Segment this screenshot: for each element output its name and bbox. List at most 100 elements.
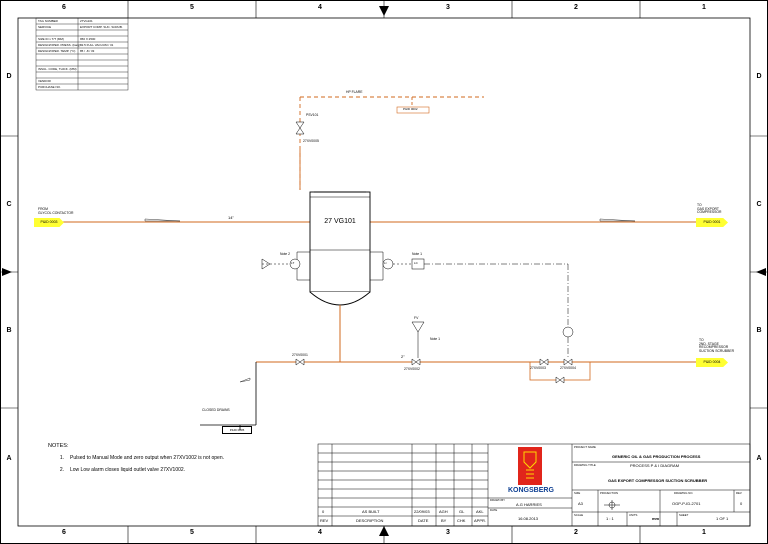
data-table-label: SERVICE: [38, 25, 52, 29]
center-mark-top: [379, 6, 389, 16]
column-number: 1: [702, 529, 706, 536]
drawn-by-label: DRAWN BY: [490, 498, 505, 502]
scale-value: 1 : 1: [606, 516, 614, 521]
column-number: 3: [446, 4, 450, 11]
level-tag: LI: [384, 261, 387, 265]
flare-tag: P&ID 0002: [403, 107, 418, 111]
valve-tag: 27XV0005: [303, 139, 319, 143]
col-chk: CHK: [457, 518, 466, 523]
notes-section: NOTES: 1. Pulsed to Manual Mode and zero…: [48, 440, 308, 476]
export-offpage-tag: P&ID 0001: [696, 218, 728, 227]
column-number: 6: [62, 529, 66, 536]
drawing-title: GAS EXPORT COMPRESSOR SUCTION SCRUBBER: [608, 478, 708, 483]
project-name: GENERIC OIL & GAS PRODUCTION PROCESS: [612, 454, 701, 459]
date-label: DATE: [490, 508, 498, 512]
note-ref: Note 1: [412, 252, 422, 256]
inlet-offpage-tag: P&ID 0003: [34, 218, 64, 227]
data-table-value: 950 X 2500: [80, 37, 96, 41]
sheet-label: SHEET: [679, 513, 689, 517]
vessel-data-table-grid: [35, 17, 129, 91]
fv-tag: FV: [414, 316, 419, 320]
psv-valve: [295, 121, 305, 135]
data-table-value: 82.5 FULL VACUUM / 31: [80, 43, 114, 47]
units-value: mm: [652, 516, 660, 521]
note-number: 2.: [59, 467, 64, 473]
title-block-grid: [317, 443, 751, 527]
drawing-number: OGP-P-ID-2701: [672, 501, 701, 506]
drawing-title-label: DRAWING TITLE: [574, 463, 596, 467]
data-table-label: INSUL. CODE, THICK. (MM): [38, 67, 77, 71]
scale-label: SCALE: [574, 513, 584, 517]
center-mark-right: [756, 268, 766, 276]
sheet-value: 1 OF 1: [716, 516, 729, 521]
data-table-value: 27VG101: [80, 19, 93, 23]
units-label: UNITS: [629, 513, 638, 517]
rev-date: 22/09/03: [414, 509, 430, 514]
valve-bypass-left: [539, 358, 549, 366]
valve-tag: 27XV0001: [292, 353, 308, 357]
column-number: 5: [190, 529, 194, 536]
line-size-drain: 2": [401, 354, 405, 359]
size-label: SIZE: [574, 491, 581, 495]
drains-tag: P&ID 0005: [222, 426, 252, 434]
note-number: 1.: [59, 455, 64, 461]
col-date: DATE: [418, 518, 429, 523]
drawing-no-label: DRAWING NO.: [674, 491, 694, 495]
rev-by: AGH: [439, 509, 448, 514]
rev-appr: AKL: [476, 509, 484, 514]
signal-line: [424, 263, 574, 358]
to-suction-label: TO 2ND. STAGE RECOMPRESSOR SUCTION SCRUB…: [699, 338, 735, 354]
fail-valve: [411, 321, 425, 358]
rev-label: REV: [736, 491, 742, 495]
from-label: FROM GLYCOL CONTACTOR: [38, 207, 74, 215]
level-bridle-left: [261, 251, 310, 281]
closed-drains-label: CLOSED DRAINS: [202, 408, 230, 412]
level-tag: LT: [291, 261, 295, 265]
rev-chk: GL: [459, 509, 465, 514]
date-value: 16.08.2013: [518, 516, 539, 521]
col-appr: APPR.: [474, 518, 487, 523]
to-export-label: TO GAS EXPORT COMPRESSOR: [697, 203, 722, 215]
psv-tag: PSV101: [306, 113, 319, 117]
col-rev: REV: [320, 518, 329, 523]
note-item: 2. Low Low alarm closes liquid outlet va…: [48, 464, 308, 476]
row-letter: B: [6, 327, 12, 334]
note-item: 1. Pulsed to Manual Mode and zero output…: [48, 452, 308, 464]
notes-heading: NOTES:: [48, 443, 69, 449]
row-letter: C: [756, 201, 762, 208]
projection-label: PROJECTION: [600, 491, 619, 495]
valve-tag: 27XV0003: [530, 366, 546, 370]
level-bridle-right: [370, 251, 425, 281]
data-table-value: 85 / -8 / 33: [80, 49, 95, 53]
column-number: 3: [446, 529, 450, 536]
control-valve: [411, 358, 421, 366]
center-mark-left: [2, 268, 12, 276]
hp-flare-label: HP FLARE: [346, 90, 363, 94]
data-table-value: EXPORT COMP. SUC. SCRUB.: [80, 25, 123, 29]
valve-tag: 27XV0002: [404, 367, 420, 371]
row-letter: C: [6, 201, 12, 208]
valve-tag: 27XV0004: [560, 366, 576, 370]
col-description: DESCRIPTION: [356, 518, 384, 523]
data-table-label: DESIGN/OPER. TEMP. (°C): [38, 49, 76, 53]
note-ref: Note 2: [280, 252, 290, 256]
data-table-label: TAG NUMBER: [38, 19, 58, 23]
valve-bypass-right: [563, 358, 573, 366]
note-ref: Note 1: [430, 337, 440, 341]
row-letter: B: [756, 327, 762, 334]
column-number: 2: [574, 529, 578, 536]
row-letter: A: [6, 455, 12, 462]
valve-bypass-lower: [555, 376, 565, 384]
data-table-label: PURCHASE NO.: [38, 85, 61, 89]
note-text: Pulsed to Manual Mode and zero output wh…: [70, 455, 224, 461]
data-table-label: DESIGN/OPER. PRESS. (barg): [38, 43, 81, 47]
column-number: 6: [62, 4, 66, 11]
valve-left: [295, 358, 305, 366]
center-mark-bottom: [379, 526, 389, 536]
data-table-label: SIZE ID x T/T (MM): [38, 37, 64, 41]
suction-offpage-tag: P&ID 0004: [696, 358, 728, 367]
row-letter: A: [756, 455, 762, 462]
rev-current: 0: [740, 501, 743, 506]
drawn-by: A.G HARRIES: [516, 502, 542, 507]
